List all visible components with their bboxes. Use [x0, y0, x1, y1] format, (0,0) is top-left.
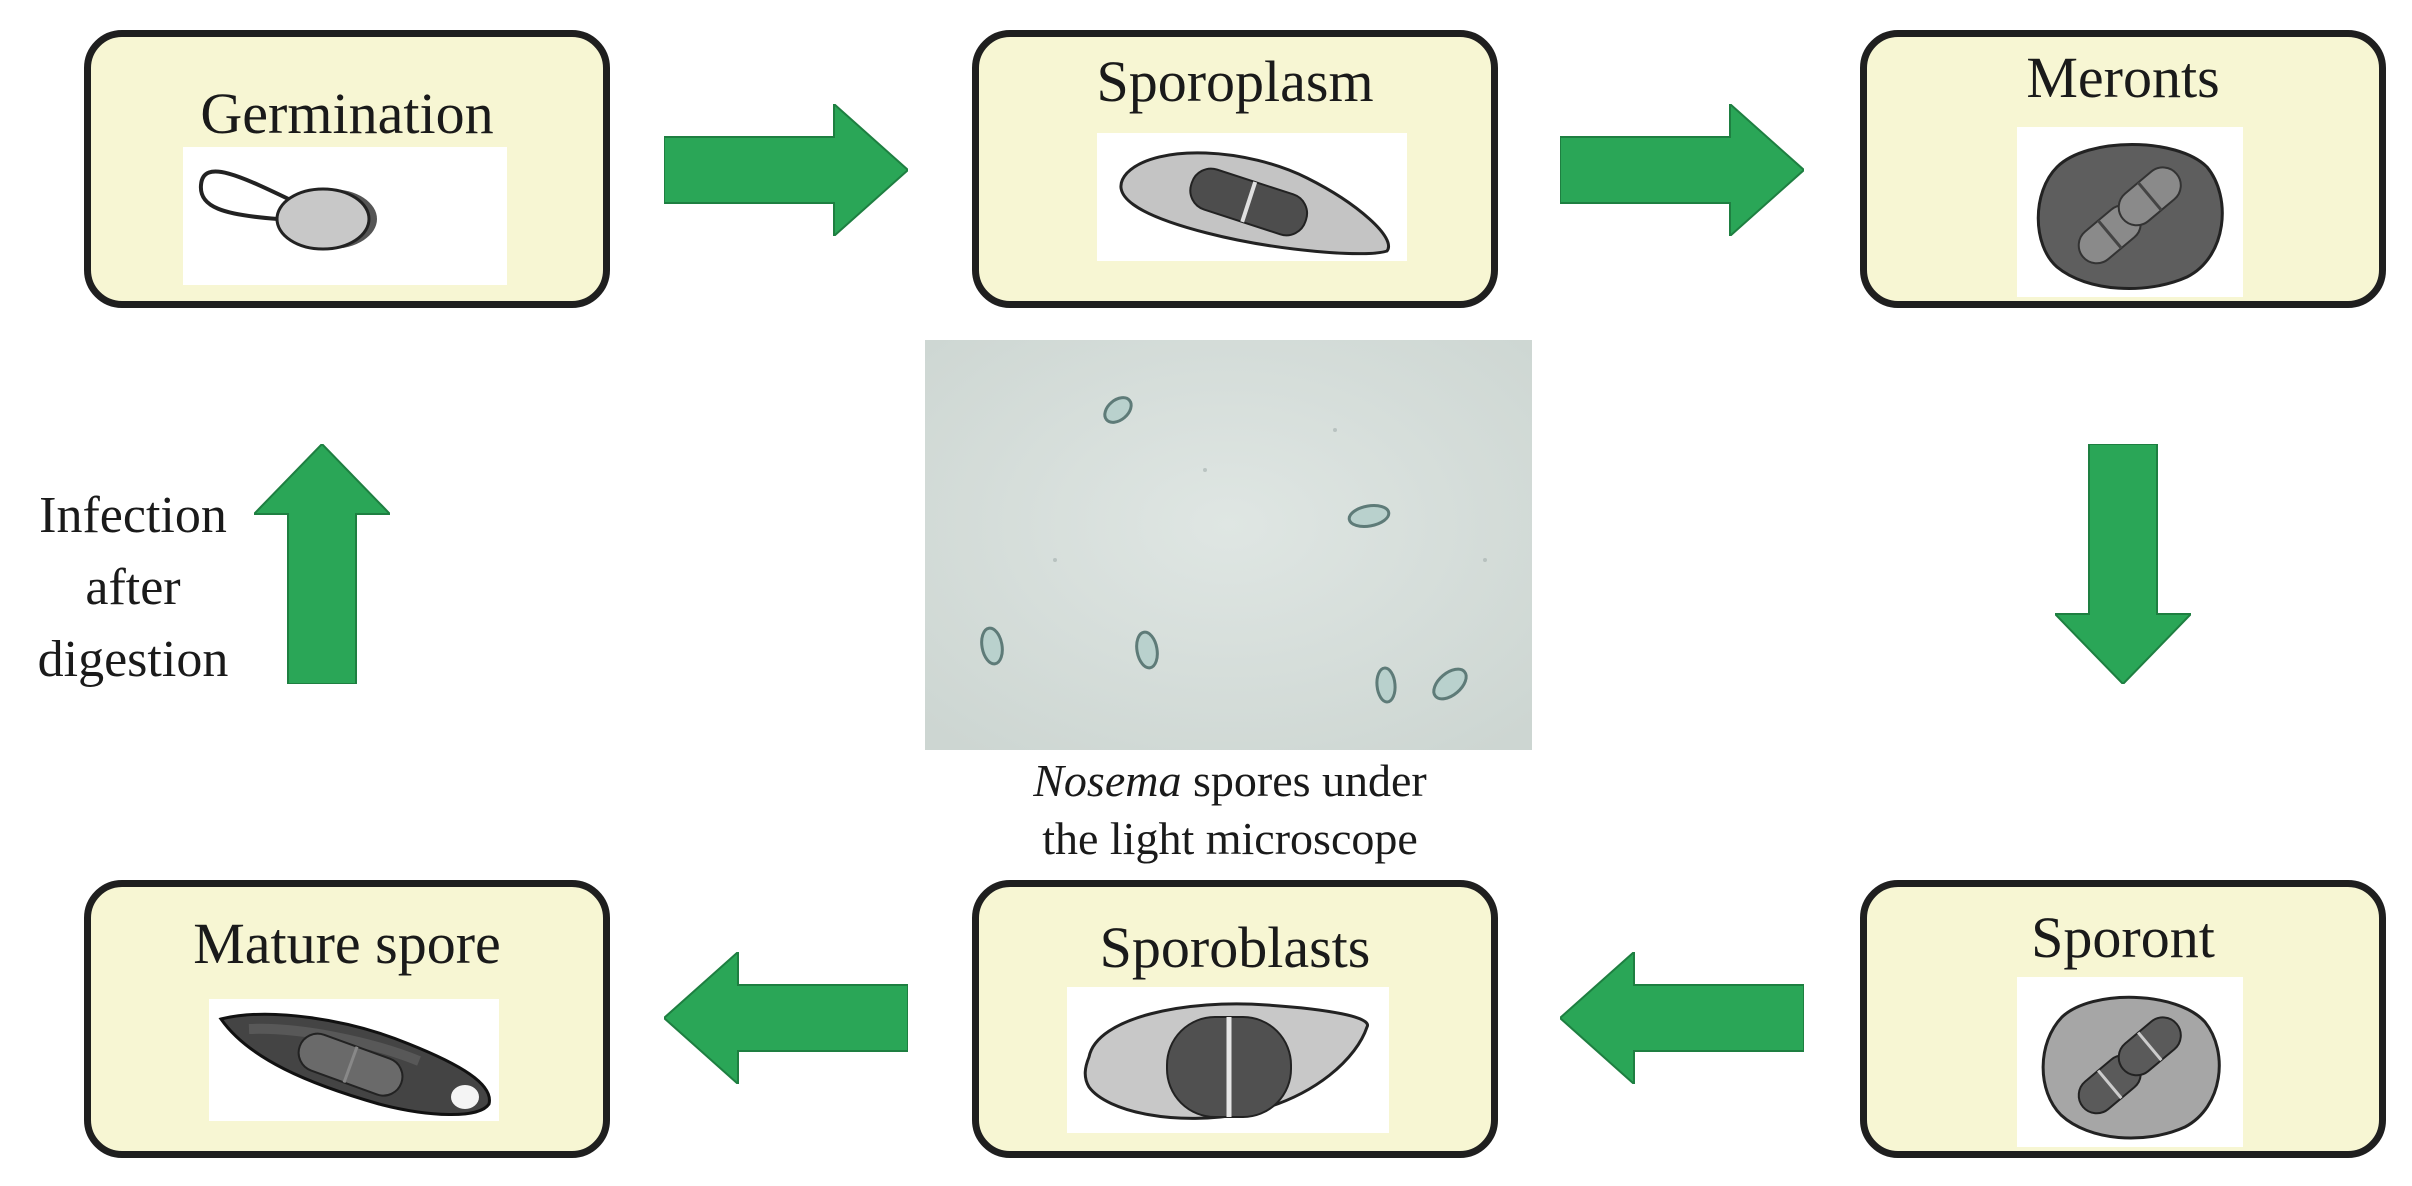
meronts-illustration [2017, 127, 2243, 297]
sporont-illustration [2017, 977, 2243, 1147]
arrow-right-icon [1560, 104, 1804, 236]
caption-line-1-rest: spores under [1181, 755, 1427, 806]
sporoblasts-illustration [1067, 987, 1389, 1133]
infection-label: Infection after digestion [8, 480, 258, 696]
sporoplasm-illustration [1097, 133, 1407, 261]
infection-label-line-1: Infection [39, 487, 227, 544]
caption-line-1: Nosema spores under [900, 752, 1560, 810]
micrograph-caption: Nosema spores under the light microscope [900, 752, 1560, 868]
caption-line-2: the light microscope [1042, 813, 1418, 864]
stage-title-sporoplasm: Sporoplasm [1096, 49, 1374, 114]
stage-mature-spore: Mature spore [84, 880, 610, 1158]
stage-germination: Germination [84, 30, 610, 308]
stage-title-germination: Germination [200, 81, 494, 146]
arrow-right-icon [664, 104, 908, 236]
stage-title-meronts: Meronts [2026, 45, 2220, 110]
stage-sporoblasts: Sporoblasts [972, 880, 1498, 1158]
stage-sporont: Sporont [1860, 880, 2386, 1158]
arrow-down-icon [2055, 444, 2191, 684]
infection-label-line-3: digestion [37, 631, 229, 688]
stage-meronts: Meronts [1860, 30, 2386, 308]
arrow-up-icon [254, 444, 390, 684]
spores-micrograph [925, 340, 1532, 750]
arrow-left-icon [664, 952, 908, 1084]
stage-sporoplasm: Sporoplasm [972, 30, 1498, 308]
stage-title-mature-spore: Mature spore [193, 911, 501, 976]
mature-spore-illustration [209, 999, 499, 1121]
caption-genus: Nosema [1033, 755, 1182, 806]
arrow-left-icon [1560, 952, 1804, 1084]
stage-title-sporoblasts: Sporoblasts [1099, 915, 1371, 980]
infection-label-line-2: after [85, 559, 181, 616]
stage-title-sporont: Sporont [2031, 905, 2215, 970]
germination-illustration [183, 147, 507, 285]
